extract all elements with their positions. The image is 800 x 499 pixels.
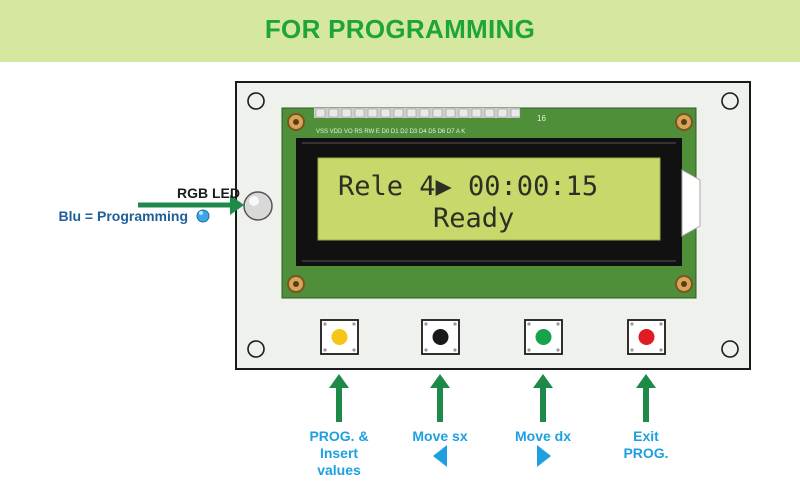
lcd-line-2: Ready (433, 203, 514, 234)
led-arrow-head (230, 195, 244, 215)
header-pins (314, 108, 521, 118)
lcd-screen (318, 158, 660, 240)
button-prog (320, 319, 359, 355)
button-label-exit: Exit PROG. (623, 428, 669, 461)
rgb-led-label: RGB LED (177, 185, 240, 201)
button-move-dx (524, 319, 563, 355)
mount-hole-bl (247, 340, 265, 358)
blue-led-icon (196, 209, 210, 223)
lcd-line-1: Rele 4▶ 00:00:15 (338, 171, 598, 202)
button-arrows (329, 374, 656, 422)
led-programming-note: Blu = Programming (58, 208, 188, 224)
triangle-left-icon (433, 445, 447, 467)
title-banner: FOR PROGRAMMING (0, 0, 800, 62)
mount-hole-tl (247, 92, 265, 110)
pin-number: 16 (537, 114, 546, 123)
button-label-move-sx: Move sx (412, 428, 468, 444)
button-move-sx (421, 319, 460, 355)
button-label-prog: PROG. & Insert values (309, 428, 369, 478)
banner-title: FOR PROGRAMMING (264, 14, 536, 44)
mount-hole-tr (721, 92, 739, 110)
rgb-led (243, 191, 273, 221)
button-label-move-dx: Move dx (514, 428, 571, 444)
lcd-bracket (681, 169, 701, 237)
mount-hole-br (721, 340, 739, 358)
pin-labels: VSS VDD VO RS RW E D0 D1 D2 D3 D4 D5 D6 … (316, 129, 465, 135)
triangle-right-icon (537, 445, 551, 467)
button-exit (627, 319, 666, 355)
